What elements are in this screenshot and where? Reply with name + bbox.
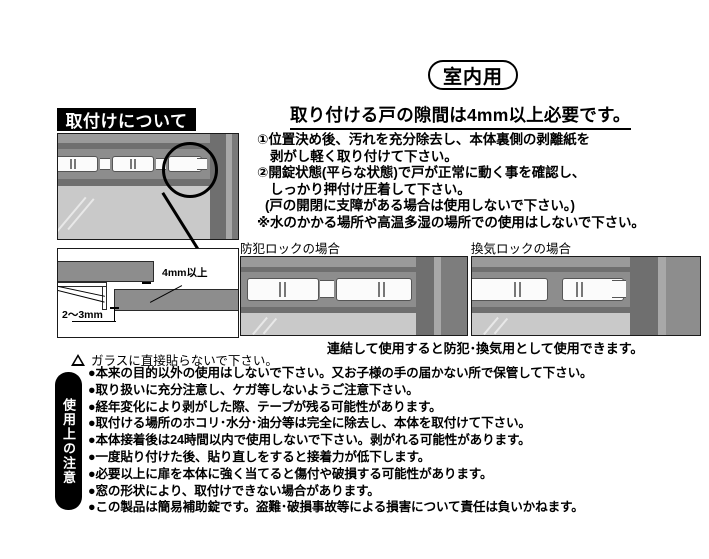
detail-callout-circle xyxy=(162,142,218,198)
lock-bracket-1 xyxy=(100,158,110,170)
ventilation-lock-caption: 換気ロックの場合 xyxy=(471,242,572,256)
ventilation-lock-image xyxy=(471,256,701,336)
lock-grip-icon xyxy=(383,282,385,297)
instruction-step: ※水のかかる場所や高温多湿の場所での使用はしないで下さい。 xyxy=(257,214,645,230)
lock-grip-icon xyxy=(134,159,136,169)
lock-bracket-right xyxy=(612,280,626,298)
install-overview-image xyxy=(57,133,239,240)
door-stile-edge xyxy=(658,257,666,335)
rail-lower-edge xyxy=(241,307,467,313)
clearance-bottom-riser xyxy=(114,309,116,322)
rail-lower-edge xyxy=(58,179,238,186)
lock-unit-1 xyxy=(58,156,98,172)
lock-grip-icon xyxy=(514,282,516,297)
lock-bracket-2 xyxy=(156,158,166,170)
clearance-detail-image: 4mm以上 2〜3mm xyxy=(57,248,239,338)
lock-grip-icon xyxy=(74,159,76,169)
caution-item: ●一度貼り付けた後、貼り直しをすると接着力が低下します。 xyxy=(88,449,431,464)
install-section-heading: 取付けについて xyxy=(57,108,196,131)
indoor-use-badge: 室内用 xyxy=(428,60,518,90)
caution-item: ●取付ける場所のホコリ･水分･油分等は完全に除去し、本体を取付けて下さい。 xyxy=(88,416,531,431)
door-frame-shadow xyxy=(472,267,700,272)
detail-lock-base xyxy=(58,282,107,287)
door-frame-top xyxy=(58,134,238,143)
instruction-step: しっかり押付け圧着して下さい。 xyxy=(270,181,471,197)
lock-unit-2 xyxy=(112,156,154,172)
window-glass xyxy=(241,313,467,335)
security-lock-caption: 防犯ロックの場合 xyxy=(240,242,341,256)
lock-grip-icon xyxy=(378,282,380,297)
door-stile xyxy=(416,257,434,335)
cautions-list: ●本来の目的以外の使用はしないで下さい。又お子様の手の届かない所で保管して下さい… xyxy=(88,365,703,516)
door-stile xyxy=(630,257,658,335)
combined-use-caption: 連結して使用すると防犯･換気用として使用できます。 xyxy=(327,341,644,356)
door-frame-shadow xyxy=(241,267,467,272)
clearance-bottom-label: 2〜3mm xyxy=(62,309,103,321)
lock-unit-left xyxy=(247,278,319,301)
lock-unit-left xyxy=(472,278,548,301)
security-lock-image xyxy=(240,256,468,336)
door-frame-top xyxy=(241,257,467,267)
instruction-step: ②開錠状態(平らな状態)で戸が正常に動く事を確認し、 xyxy=(257,165,586,181)
door-stile-edge xyxy=(226,134,232,239)
lock-grip-icon xyxy=(284,282,286,297)
door-jamb xyxy=(441,257,467,335)
door-jamb xyxy=(666,257,700,335)
warning-triangle-icon xyxy=(71,353,85,366)
caution-item: ●本体接着後は24時間以内で使用しないで下さい。剥がれる可能性があります。 xyxy=(88,433,531,448)
detail-door-block xyxy=(58,261,154,282)
instructions-steps: ①位置決め後、汚れを充分除去し、本体裏側の剥離紙を 剥がし軽く取り付けて下さい。… xyxy=(257,132,707,232)
clearance-top-label: 4mm以上 xyxy=(162,267,208,279)
instruction-step: (戸の開閉に支障がある場合は使用しないで下さい。) xyxy=(265,198,575,214)
clearance-bottom-leader xyxy=(72,321,116,323)
clearance-top-arrow xyxy=(142,282,151,284)
window-glass xyxy=(58,186,238,239)
cautions-tab: 使用上の注意 xyxy=(55,372,82,510)
lock-bracket-center xyxy=(320,280,334,298)
lock-grip-icon xyxy=(279,282,281,297)
door-stile xyxy=(210,134,226,239)
caution-item: ●経年変化により剥がした際、テープが残る可能性があります。 xyxy=(88,399,442,414)
clearance-bottom-arrow xyxy=(110,307,119,309)
glass-warning-label: ガラスに直接貼らないで下さい。 xyxy=(91,354,278,368)
cautions-tab-label: 使用上の注意 xyxy=(61,397,76,485)
lock-grip-icon xyxy=(576,282,578,297)
lock-grip-icon xyxy=(70,159,72,169)
indoor-use-badge-label: 室内用 xyxy=(442,66,503,88)
lock-grip-icon xyxy=(581,282,583,297)
door-frame-top xyxy=(472,257,700,267)
instructions-heading: 取り付ける戸の隙間は4mm以上必要です。 xyxy=(290,102,631,130)
lock-unit-right xyxy=(336,278,412,301)
door-jamb xyxy=(232,134,238,239)
instruction-step: 剥がし軽く取り付けて下さい。 xyxy=(270,148,458,164)
glass-warning: ガラスに直接貼らないで下さい。 xyxy=(71,350,278,369)
lock-grip-icon xyxy=(519,282,521,297)
rail-lower-edge xyxy=(472,307,700,313)
caution-item: ●本来の目的以外の使用はしないで下さい。又お子様の手の届かない所で保管して下さい… xyxy=(88,366,593,380)
lock-grip-icon xyxy=(130,159,132,169)
install-section-heading-label: 取付けについて xyxy=(65,112,188,131)
door-stile-edge xyxy=(434,257,441,335)
door-frame-shadow xyxy=(58,143,238,149)
caution-item: ●窓の形状により、取付けできない場合があります。 xyxy=(88,483,380,498)
caution-item: ●必要以上に扉を本体に強く当てると傷付や破損する可能性があります。 xyxy=(88,466,493,481)
instruction-step: ①位置決め後、汚れを充分除去し、本体裏側の剥離紙を xyxy=(257,132,590,147)
detail-frame-block xyxy=(114,289,238,311)
caution-item: ●取り扱いに充分注意し、ケガ等しないようご注意下さい。 xyxy=(88,382,419,397)
caution-item: ●この製品は簡易補助錠です。盗難･破損事故等による損害について責任は負いかねます… xyxy=(88,500,584,515)
